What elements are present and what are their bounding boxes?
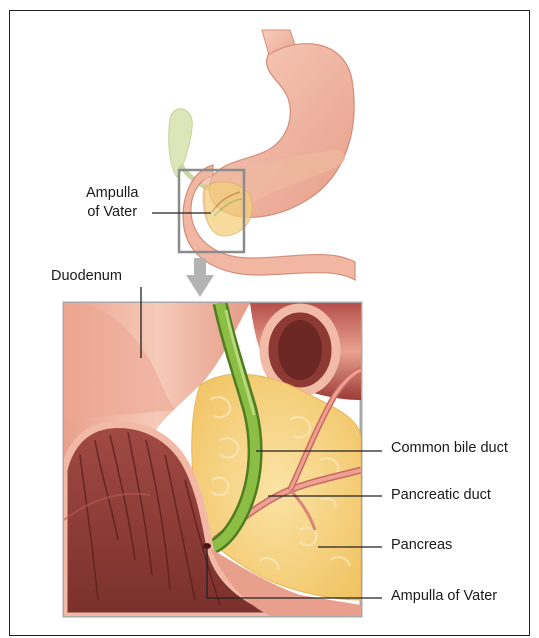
label-ampulla-line2: of Vater (86, 203, 138, 222)
label-duodenum: Duodenum (51, 268, 122, 284)
label-ampulla-line1: Ampulla (86, 184, 138, 203)
ampulla-opening (203, 543, 211, 549)
label-common-bile-duct: Common bile duct (391, 440, 508, 456)
label-ampulla-of-vater-top: Ampulla of Vater (86, 184, 138, 222)
label-ampulla-of-vater-bottom: Ampulla of Vater (391, 588, 497, 604)
label-pancreatic-duct: Pancreatic duct (391, 487, 491, 503)
label-pancreas: Pancreas (391, 537, 452, 553)
